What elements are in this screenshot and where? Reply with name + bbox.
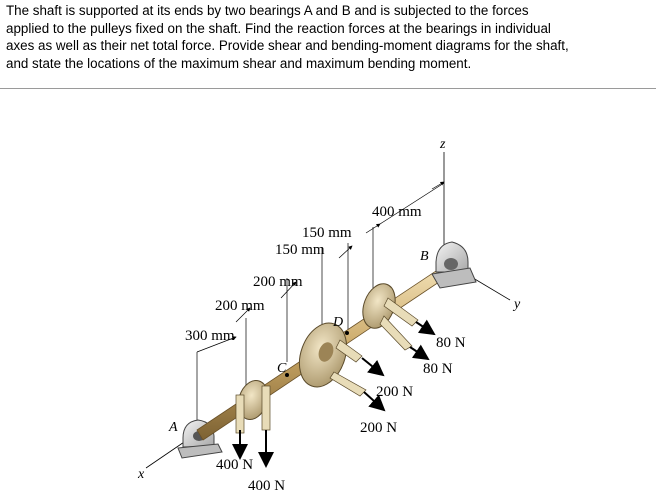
point-label-c: C (277, 361, 287, 376)
force-label-c-right: 400 N (248, 478, 285, 494)
dim-label-300: 300 mm (185, 328, 235, 344)
bearing-b (431, 241, 477, 289)
problem-line-4: and state the locations of the maximum s… (6, 55, 472, 71)
dim-label-200-lower: 200 mm (215, 298, 265, 314)
point-label-d: D (332, 315, 343, 330)
force-label-d-upper: 200 N (376, 384, 413, 400)
force-label-b-upper: 80 N (436, 335, 466, 351)
separator-line (0, 88, 656, 89)
pulley-d (298, 322, 367, 397)
force-arrows (232, 319, 436, 468)
force-label-c-left: 400 N (216, 457, 253, 473)
problem-line-2: applied to the pulleys fixed on the shaf… (6, 20, 551, 36)
point-label-b: B (420, 249, 429, 264)
axis-label-z: z (439, 137, 446, 152)
pulley-b (362, 283, 419, 351)
dim-label-150-upper: 150 mm (302, 225, 352, 241)
problem-statement: The shaft is supported at its ends by tw… (6, 2, 650, 72)
dimension-lines (196, 181, 445, 424)
problem-line-3: axes as well as their net total force. P… (6, 38, 569, 54)
dim-label-150-lower: 150 mm (275, 242, 325, 258)
axis-label-x: x (137, 467, 145, 482)
dim-label-200-upper: 200 mm (253, 274, 303, 290)
axis-label-y: y (512, 297, 521, 312)
force-label-b-lower: 80 N (423, 361, 453, 377)
problem-line-1: The shaft is supported at its ends by tw… (6, 3, 529, 18)
dim-label-400: 400 mm (372, 204, 422, 220)
point-label-a: A (168, 420, 178, 435)
force-label-d-lower: 200 N (360, 420, 397, 436)
